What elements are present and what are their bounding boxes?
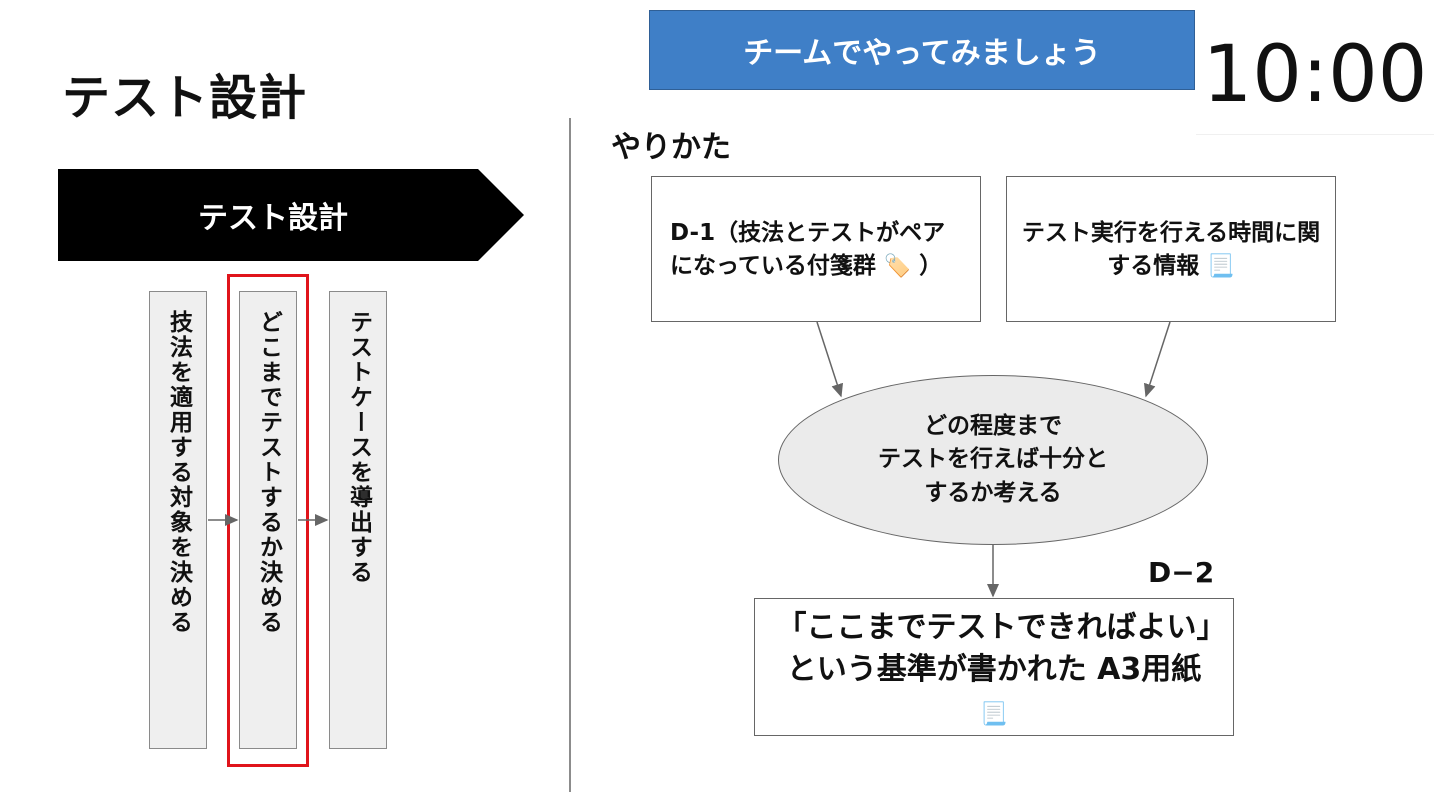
input-box-d1: D-1（技法とテストがペアになっている付箋群 🏷️ ） xyxy=(651,176,981,322)
input-box-time-info-text: テスト実行を行える時間に関する情報 xyxy=(1021,220,1321,280)
output-box-d2: 「ここまでテストできればよい」という基準が書かれた A3用紙 📃 xyxy=(754,598,1234,736)
method-heading: やりかた xyxy=(611,130,731,165)
process-step-1: 技法を適用する対象を決める xyxy=(149,291,207,749)
process-chevron xyxy=(58,169,524,261)
label-icon: 🏷️ xyxy=(883,254,912,280)
process-header: テスト設計 xyxy=(198,201,348,236)
task-line-1: どの程度まで xyxy=(924,412,1062,439)
output-id-label: D−2 xyxy=(1148,556,1215,589)
document-icon: 📃 xyxy=(980,702,1008,727)
input-box-time-info: テスト実行を行える時間に関する情報 📃 xyxy=(1006,176,1336,322)
process-step-3: テストケースを導出する xyxy=(329,291,387,749)
input-box-d1-suffix: ） xyxy=(919,253,943,280)
process-step-2: どこまでテストするか決める xyxy=(239,291,297,749)
input-box-d1-text: D-1（技法とテストがペアになっている付箋群 xyxy=(670,220,946,280)
current-step-highlight xyxy=(227,274,309,767)
countdown-timer: 10:00 xyxy=(1196,16,1434,135)
output-box-d2-text: 「ここまでテストできればよい」という基準が書かれた A3用紙 xyxy=(776,610,1212,687)
team-activity-banner: チームでやってみましょう xyxy=(649,10,1195,90)
task-line-3: するか考える xyxy=(924,479,1062,506)
vertical-divider xyxy=(569,118,571,792)
document-icon: 📃 xyxy=(1207,254,1235,280)
process-step-1-label: 技法を適用する対象を決める xyxy=(165,310,192,635)
process-step-3-label: テストケースを導出する xyxy=(345,310,372,585)
task-ellipse: どの程度まで テストを行えば十分と するか考える xyxy=(778,375,1208,545)
task-line-2: テストを行えば十分と xyxy=(878,446,1108,473)
arrow-d1-to-task xyxy=(816,321,844,398)
process-step-2-label: どこまでテストするか決める xyxy=(255,310,282,635)
arrow-time-to-task xyxy=(1143,321,1171,398)
slide-title: テスト設計 xyxy=(62,70,308,126)
